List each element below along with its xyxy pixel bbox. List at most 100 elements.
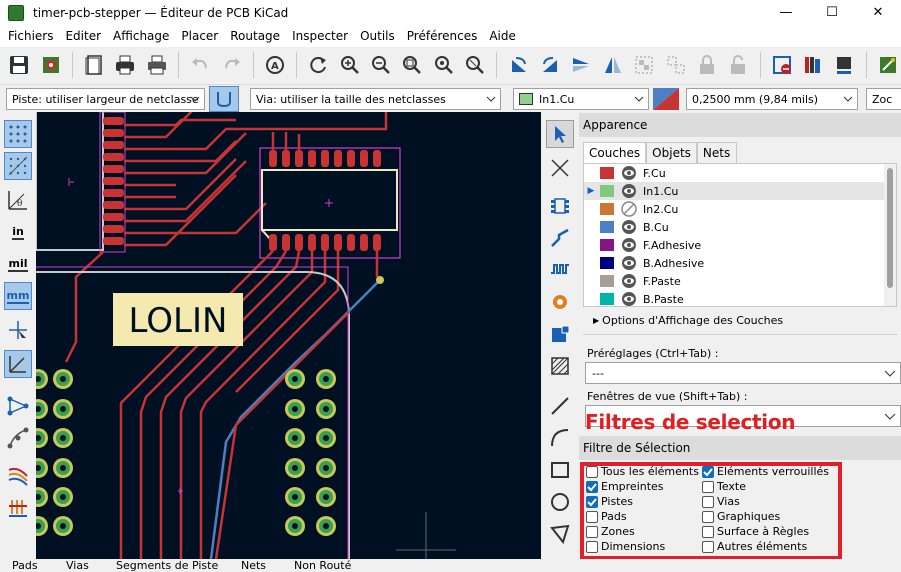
filter-rule-areas[interactable]: Surface à Règles xyxy=(702,524,809,539)
cursor-crosshair-icon[interactable] xyxy=(4,316,32,344)
filter-zones[interactable]: Zones xyxy=(586,524,635,539)
curved-ratsnest-icon[interactable] xyxy=(4,424,32,452)
add-via-icon[interactable] xyxy=(546,288,574,316)
tab-objets[interactable]: Objets xyxy=(646,142,697,163)
menu-editer[interactable]: Editer xyxy=(65,29,102,43)
viewports-select[interactable] xyxy=(585,405,901,427)
layer-color-swatch[interactable] xyxy=(600,167,614,179)
checkbox[interactable] xyxy=(702,510,714,523)
ratsnest-icon[interactable] xyxy=(4,392,32,420)
layer-row-f-adhesive[interactable]: F.Adhesive xyxy=(584,236,896,254)
add-rule-area-icon[interactable] xyxy=(546,352,574,380)
draw-arc-icon[interactable] xyxy=(546,424,574,452)
filter-text[interactable]: Texte xyxy=(702,479,746,494)
layer-pair-icon[interactable] xyxy=(653,88,679,110)
tab-nets[interactable]: Nets xyxy=(696,142,737,163)
layer-list-scrollbar[interactable] xyxy=(884,164,896,306)
polar-coords-icon[interactable]: θ xyxy=(4,186,32,214)
checkbox[interactable] xyxy=(702,525,714,538)
net-colors-icon[interactable] xyxy=(4,460,32,488)
filter-tracks[interactable]: Pistes xyxy=(586,494,633,509)
via-size-select[interactable]: Via: utiliser la taille des netclasses xyxy=(250,88,501,110)
draw-rectangle-icon[interactable] xyxy=(546,456,574,484)
auto-track-width-button[interactable] xyxy=(209,86,239,112)
layer-row-f-cu[interactable]: F.Cu xyxy=(584,164,896,182)
menu-fichiers[interactable]: Fichiers xyxy=(8,29,54,43)
menu-outils[interactable]: Outils xyxy=(360,29,395,43)
netlist-icon[interactable] xyxy=(831,52,857,79)
lock-icon[interactable] xyxy=(694,52,720,79)
zoom-out-icon[interactable] xyxy=(368,52,394,79)
close-button[interactable]: ✕ xyxy=(872,5,884,20)
menu-inspecter[interactable]: Inspecter xyxy=(292,29,349,43)
draw-line-icon[interactable] xyxy=(546,392,574,420)
grid-select[interactable]: 0,2500 mm (9,84 mils) xyxy=(686,88,858,110)
layer-select[interactable]: In1.Cu xyxy=(513,88,649,110)
local-ratsnest-icon[interactable] xyxy=(546,154,574,182)
zoom-in-icon[interactable] xyxy=(336,52,362,79)
units-inch-button[interactable]: in xyxy=(4,218,32,246)
layer-color-swatch[interactable] xyxy=(600,275,614,287)
layer-display-options-toggle[interactable]: ▶ Options d'Affichage des Couches xyxy=(583,312,783,328)
checkbox[interactable] xyxy=(586,525,598,538)
checkbox[interactable] xyxy=(586,510,598,523)
checkbox-checked[interactable] xyxy=(586,495,598,508)
menu-affichage[interactable]: Affichage xyxy=(113,29,170,43)
checkbox[interactable] xyxy=(586,540,598,553)
rotate-ccw-icon[interactable] xyxy=(505,52,531,79)
eye-icon[interactable] xyxy=(620,183,638,199)
zoom-objects-icon[interactable] xyxy=(431,52,457,79)
layer-color-swatch[interactable] xyxy=(600,257,614,269)
select-arrow-icon[interactable] xyxy=(546,120,574,148)
track-width-select[interactable]: Piste: utiliser largeur de netclasse xyxy=(6,88,205,110)
filter-locked-items[interactable]: Eléments verrouillés xyxy=(702,464,829,479)
zoom-select[interactable]: Zoc xyxy=(866,88,901,110)
print-icon[interactable] xyxy=(112,52,138,79)
presets-select[interactable]: --- xyxy=(585,362,901,384)
pcb-canvas[interactable]: LOLIN xyxy=(36,112,541,559)
filter-other-items[interactable]: Autres éléments xyxy=(702,539,807,554)
refresh-icon[interactable] xyxy=(305,52,331,79)
checkbox-checked[interactable] xyxy=(586,480,598,493)
zoom-fit-icon[interactable] xyxy=(399,52,425,79)
layer-color-swatch[interactable] xyxy=(600,293,614,305)
layer-row-f-paste[interactable]: F.Paste xyxy=(584,272,896,290)
page-settings-icon[interactable] xyxy=(81,52,107,79)
scripting-icon[interactable] xyxy=(875,52,901,79)
checkbox-checked[interactable] xyxy=(702,465,714,478)
menu-preferences[interactable]: Préférences xyxy=(406,29,478,43)
units-mil-button[interactable]: mil xyxy=(4,250,32,278)
layers-manager-icon[interactable] xyxy=(4,494,32,522)
footprint-library-icon[interactable] xyxy=(800,52,826,79)
eye-icon[interactable] xyxy=(620,237,638,253)
tab-couches[interactable]: Couches xyxy=(583,142,647,163)
layer-row-b-paste[interactable]: B.Paste xyxy=(584,290,896,306)
undo-icon[interactable] xyxy=(187,52,213,79)
plot-icon[interactable] xyxy=(144,52,170,79)
menu-routage[interactable]: Routage xyxy=(230,29,281,43)
board-setup-icon[interactable] xyxy=(37,52,63,79)
filter-dimensions[interactable]: Dimensions xyxy=(586,539,665,554)
layer-color-swatch[interactable] xyxy=(600,221,614,233)
filter-graphics[interactable]: Graphiques xyxy=(702,509,780,524)
flip-vertical-icon[interactable] xyxy=(568,52,594,79)
eye-icon[interactable] xyxy=(620,273,638,289)
minimize-button[interactable]: — xyxy=(779,5,793,20)
filter-all-items[interactable]: Tous les éléments xyxy=(586,464,699,479)
units-mm-button[interactable]: mm xyxy=(4,282,32,310)
tune-length-icon[interactable] xyxy=(546,256,574,284)
zoom-selection-icon[interactable] xyxy=(462,52,488,79)
add-zone-icon[interactable] xyxy=(546,320,574,348)
group-icon[interactable] xyxy=(631,52,657,79)
eye-icon[interactable] xyxy=(620,165,638,181)
checkbox[interactable] xyxy=(702,480,714,493)
checkbox[interactable] xyxy=(702,540,714,553)
menu-placer[interactable]: Placer xyxy=(181,29,219,43)
add-footprint-icon[interactable] xyxy=(546,192,574,220)
redo-icon[interactable] xyxy=(218,52,244,79)
eye-icon[interactable] xyxy=(620,291,638,306)
angle-snap-icon[interactable] xyxy=(4,350,32,378)
eye-icon[interactable] xyxy=(620,219,638,235)
layer-row-in2-cu[interactable]: In2.Cu xyxy=(584,200,896,218)
grid-dots-icon[interactable] xyxy=(4,120,32,148)
